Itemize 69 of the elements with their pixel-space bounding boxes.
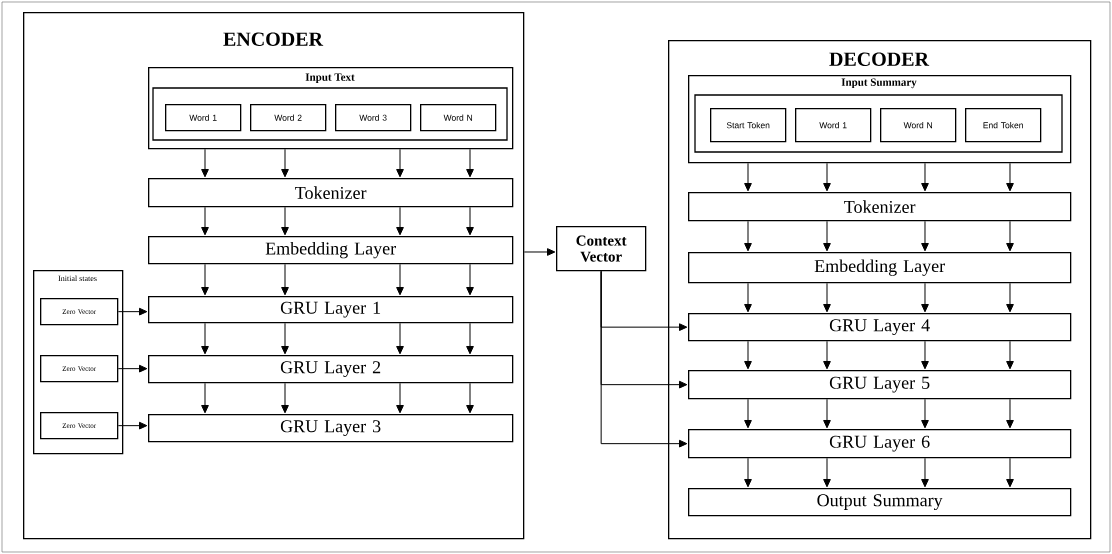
layer-box: GRU Layer 5 — [688, 370, 1072, 400]
arrow — [466, 322, 474, 355]
arrow — [281, 322, 289, 355]
context-box: Context Vector — [556, 226, 647, 272]
arrow — [466, 263, 474, 296]
arrow — [823, 340, 831, 370]
arrow — [466, 206, 474, 236]
arrow — [744, 220, 752, 252]
layer-box: GRU Layer 4 — [688, 313, 1072, 342]
word-box: Word 3 — [335, 104, 412, 132]
arrow — [117, 364, 148, 373]
word-box: Word N — [420, 104, 497, 132]
word-box: Word N — [880, 108, 957, 143]
arrow — [921, 282, 929, 313]
layer-box: Embedding Layer — [148, 236, 514, 265]
layer-box: GRU Layer 2 — [148, 355, 514, 384]
word-box: Word 2 — [250, 104, 327, 132]
arrow — [201, 263, 209, 296]
layer-box: GRU Layer 6 — [688, 429, 1072, 459]
arrow — [1006, 398, 1014, 429]
arrow — [600, 270, 688, 448]
word-box: Start Token — [710, 108, 787, 143]
layer-box: Output Summary — [688, 488, 1072, 517]
arrow — [201, 148, 209, 178]
arrow — [117, 421, 148, 430]
word-box: End Token — [965, 108, 1042, 143]
arrow — [396, 148, 404, 178]
layer-box: GRU Layer 1 — [148, 296, 514, 324]
arrow — [523, 248, 556, 256]
arrow — [823, 282, 831, 313]
arrow — [466, 382, 474, 414]
arrow — [117, 307, 148, 316]
arrow — [823, 398, 831, 429]
arrow — [921, 398, 929, 429]
arrow — [281, 263, 289, 296]
arrow — [1006, 457, 1014, 488]
arrow — [921, 457, 929, 488]
arrow — [744, 398, 752, 429]
arrow — [823, 162, 831, 192]
word-box: Word 1 — [795, 108, 872, 143]
arrow — [1006, 282, 1014, 313]
layer-box: Tokenizer — [148, 178, 514, 208]
layer-box: Embedding Layer — [688, 252, 1072, 284]
arrow — [281, 382, 289, 414]
arrow — [921, 340, 929, 370]
arrow — [1006, 220, 1014, 252]
layer-box: Tokenizer — [688, 192, 1072, 222]
word-box: Word 1 — [165, 104, 242, 132]
arrow — [466, 148, 474, 178]
arrow — [744, 340, 752, 370]
arrow — [921, 220, 929, 252]
arrow — [823, 457, 831, 488]
arrow — [921, 162, 929, 192]
arrow — [281, 148, 289, 178]
arrow — [744, 282, 752, 313]
layer-box: GRU Layer 3 — [148, 414, 514, 443]
arrow — [396, 382, 404, 414]
arrow — [396, 206, 404, 236]
arrow — [201, 322, 209, 355]
arrow — [744, 457, 752, 488]
arrow — [396, 263, 404, 296]
arrow — [823, 220, 831, 252]
arrow — [744, 162, 752, 192]
arrow — [281, 206, 289, 236]
arrow — [201, 382, 209, 414]
arrow — [201, 206, 209, 236]
arrow — [1006, 162, 1014, 192]
arrow — [396, 322, 404, 355]
arrow — [1006, 340, 1014, 370]
